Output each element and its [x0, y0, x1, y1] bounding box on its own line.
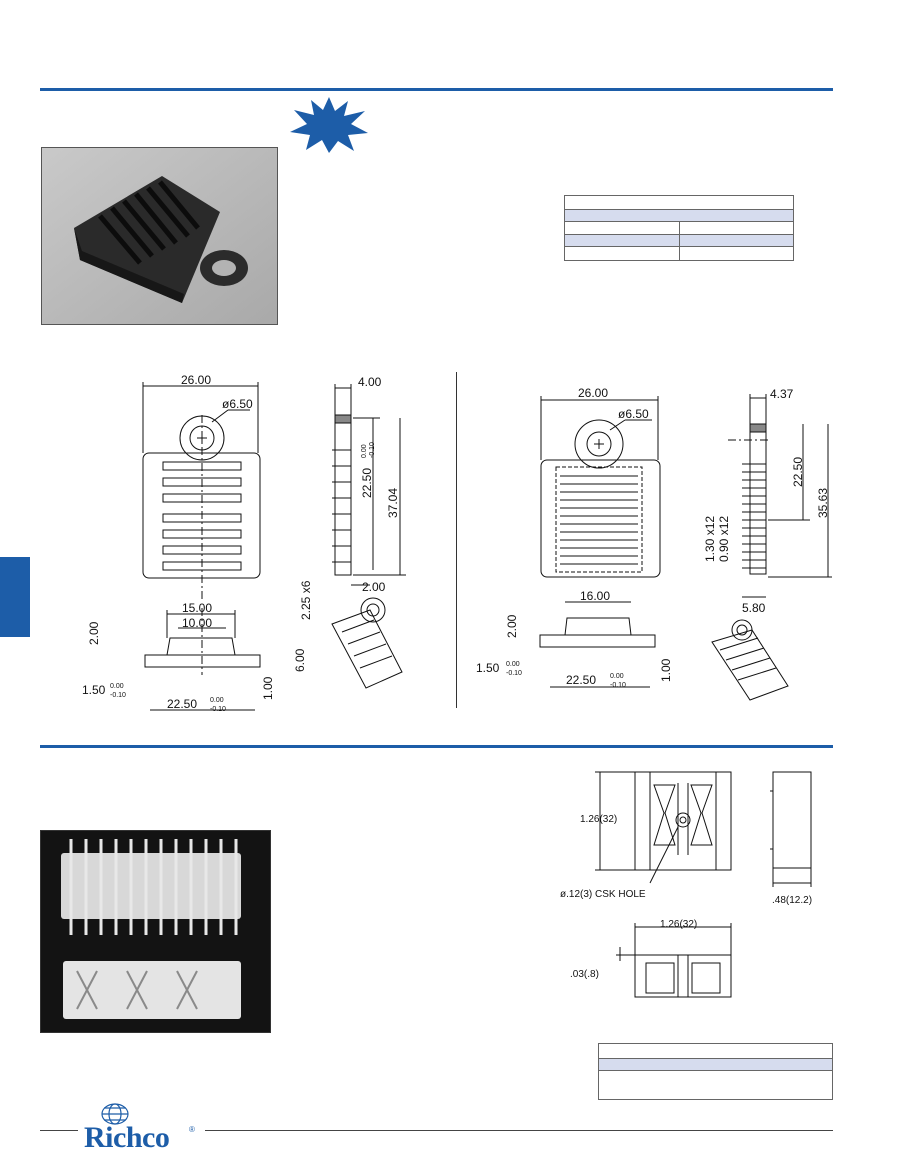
dim-base-height-6: 6.00: [293, 648, 307, 672]
top-section-rule: [40, 88, 833, 91]
dim-foot-tol-lower: -0.10: [110, 692, 126, 699]
dim-overall-height-r: 35.63: [816, 488, 830, 518]
dim-step-bottom: .03(.8): [570, 969, 599, 980]
dim-hole-note: ø.12(3) CSK HOLE: [560, 889, 646, 900]
dim-length-r: 22.50: [791, 457, 805, 487]
middle-section-rule: [40, 745, 833, 748]
dim-base-tol-upper: 0.00: [210, 697, 224, 704]
drawing-divider: [456, 372, 457, 708]
dim-foot-tol-upper: 0.00: [110, 683, 124, 690]
dim-base-thick-1-r: 1.00: [659, 658, 673, 682]
registered-mark: ®: [189, 1125, 195, 1134]
technical-drawing-bottom: 1.26(32) ø.12(3) CSK HOLE .48(12.2) 1.26…: [560, 771, 812, 998]
dim-foot-tol-lower-r: -0.10: [506, 670, 522, 677]
product-photo-top: [41, 147, 278, 325]
dim-base-thick-1: 1.00: [261, 676, 275, 700]
technical-drawing-right: 26.00 ø6.50 4.37 22.50 35.63 1.30 x12 0.…: [476, 386, 832, 701]
dim-base-tol-lower: -0.10: [210, 706, 226, 713]
footer-rule-right: [205, 1130, 833, 1131]
logo-wordmark: Richco: [84, 1121, 170, 1154]
dim-foot-150-r: 1.50: [476, 661, 500, 675]
dim-base-15: 15.00: [182, 601, 212, 615]
spec-table-top: [564, 195, 794, 261]
dim-base-tol-upper-r: 0.00: [610, 673, 624, 680]
dim-side-thickness-r: 4.37: [770, 387, 794, 401]
dim-tol-upper: 0.00: [361, 444, 368, 458]
richco-logo: Richco ®: [78, 1103, 198, 1159]
dim-base-length-r: 22.50: [566, 673, 596, 687]
dim-height-bottom: 1.26(32): [580, 814, 617, 825]
dim-foot-150: 1.50: [82, 683, 106, 697]
dim-hole-diameter: ø6.50: [222, 397, 253, 411]
dim-pitch-a: 1.30 x12: [703, 516, 717, 562]
product-photo-bottom: [40, 830, 271, 1033]
dim-base-16: 16.00: [580, 589, 610, 603]
dim-base-10: 10.00: [182, 616, 212, 630]
dim-tol-lower: -0.10: [369, 442, 376, 458]
dim-base-height-2-r: 2.00: [505, 614, 519, 638]
starburst-icon: [290, 97, 368, 153]
dim-width-bottom: 1.26(32): [660, 919, 697, 930]
spec-table-bottom: [598, 1043, 833, 1100]
dim-base-height-2: 2.00: [87, 621, 101, 645]
dim-overall-height: 37.04: [386, 488, 400, 518]
dim-width-top: 26.00: [181, 373, 211, 387]
dim-base-length: 22.50: [167, 697, 197, 711]
footer-rule-left: [40, 1130, 78, 1131]
dim-hole-diameter-r: ø6.50: [618, 407, 649, 421]
side-index-tab: [0, 557, 30, 637]
globe-icon: [101, 1103, 129, 1125]
dim-length-tol: 22.50: [360, 468, 374, 498]
technical-drawing-left: 26.00 ø6.50 4.00 22.50 0.00 -0.10 37.04 …: [82, 373, 406, 713]
dim-foot-tol-upper-r: 0.00: [506, 661, 520, 668]
dim-base-tol-lower-r: -0.10: [610, 682, 626, 689]
dim-slot-pitch: 2.25 x6: [299, 580, 313, 620]
dim-base-depth: 5.80: [742, 601, 766, 615]
dim-width-top-r: 26.00: [578, 386, 608, 400]
dim-side-thickness: 4.00: [358, 375, 382, 389]
dim-bottom-step: 2.00: [362, 580, 386, 594]
dim-pitch-b: 0.90 x12: [717, 516, 731, 562]
dim-depth-bottom: .48(12.2): [772, 895, 812, 906]
